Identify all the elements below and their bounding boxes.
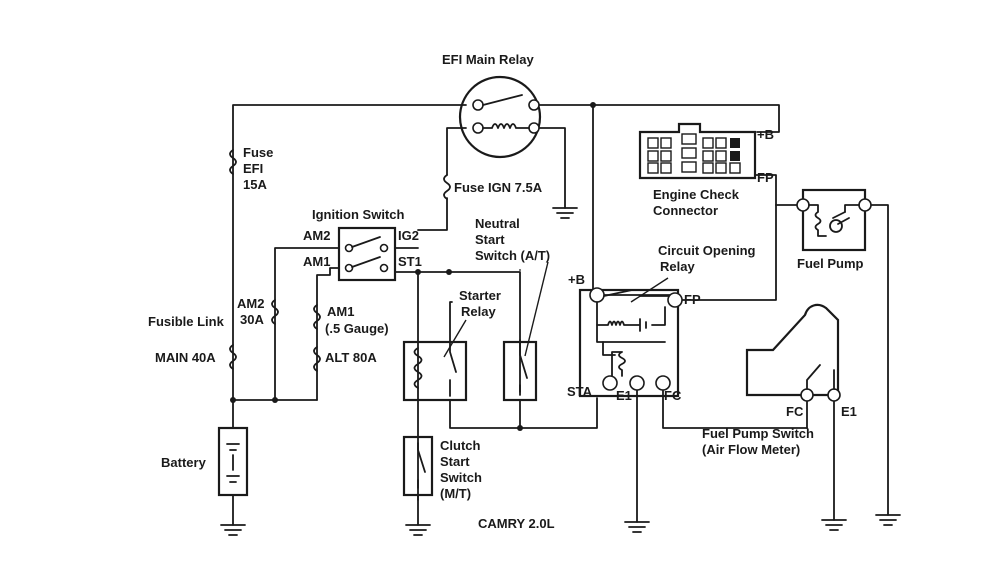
ground-clutch bbox=[405, 524, 431, 536]
fuse-label: Fuse bbox=[243, 145, 273, 160]
neutral-start-switch bbox=[502, 340, 538, 402]
ig2-label: IG2 bbox=[398, 228, 419, 243]
fuel-pump bbox=[796, 188, 872, 252]
efi-main-relay bbox=[458, 75, 542, 159]
clutch-mt-label: (M/T) bbox=[440, 486, 471, 501]
neutral-label: Neutral bbox=[475, 216, 520, 231]
fuse-efi bbox=[229, 149, 237, 175]
ground-pump bbox=[875, 514, 901, 526]
fuse-15a-label: 15A bbox=[243, 177, 267, 192]
efi-label: EFI bbox=[243, 161, 263, 176]
fuse-am2 bbox=[271, 299, 279, 325]
caption: CAMRY 2.0L bbox=[478, 516, 555, 531]
cor-plus-b-label: +B bbox=[568, 272, 585, 287]
fusible-link-label: Fusible Link bbox=[148, 314, 225, 329]
ecc-fp-label: FP bbox=[757, 170, 774, 185]
am1-gauge-label: (.5 Gauge) bbox=[325, 321, 389, 336]
alt-80a-label: ALT 80A bbox=[325, 350, 377, 365]
ground-battery bbox=[220, 524, 246, 536]
circuit-opening-relay bbox=[578, 287, 683, 398]
fuel-pump-switch bbox=[745, 303, 841, 402]
circuit-opening-label: Circuit Opening bbox=[658, 243, 756, 258]
switch-at-label: Switch (A/T) bbox=[475, 248, 550, 263]
relay-label: Relay bbox=[660, 259, 695, 274]
fuse-ign-label: Fuse IGN 7.5A bbox=[454, 180, 543, 195]
battery-label: Battery bbox=[161, 455, 207, 470]
fc-label: FC bbox=[664, 388, 682, 403]
am1-fuse-label: AM1 bbox=[327, 304, 354, 319]
fuse-ign bbox=[443, 174, 451, 200]
air-flow-meter-label: (Air Flow Meter) bbox=[702, 442, 800, 457]
fuse-am1 bbox=[313, 304, 321, 372]
engine-check-connector bbox=[638, 122, 757, 180]
fuel-pump-label: Fuel Pump bbox=[797, 256, 864, 271]
ground-symbol bbox=[552, 207, 578, 219]
fuel-pump-switch-label: Fuel Pump Switch bbox=[702, 426, 814, 441]
clutch-label: Clutch bbox=[440, 438, 481, 453]
am2-30a-label: 30A bbox=[240, 312, 264, 327]
sta-label: STA bbox=[567, 384, 593, 399]
e1-label: E1 bbox=[616, 388, 632, 403]
ignition-switch bbox=[337, 226, 419, 282]
starter-relay-label: Relay bbox=[461, 304, 496, 319]
am1-label: AM1 bbox=[303, 254, 330, 269]
am2-label: AM2 bbox=[303, 228, 330, 243]
clutch-switch-label: Switch bbox=[440, 470, 482, 485]
starter-relay bbox=[402, 340, 468, 402]
clutch-start-label: Start bbox=[440, 454, 470, 469]
ground-fps bbox=[821, 519, 847, 531]
st1-label: ST1 bbox=[398, 254, 422, 269]
ecc-plus-b-label: +B bbox=[757, 127, 774, 142]
fuse-main bbox=[229, 344, 237, 370]
ground-e1 bbox=[624, 521, 650, 533]
battery bbox=[217, 426, 249, 497]
am2-fuse-label: AM2 bbox=[237, 296, 264, 311]
ignition-switch-label: Ignition Switch bbox=[312, 207, 404, 222]
start-label: Start bbox=[475, 232, 505, 247]
fps-e1-label: E1 bbox=[841, 404, 857, 419]
main-40a-label: MAIN 40A bbox=[155, 350, 216, 365]
clutch-start-switch bbox=[402, 435, 434, 497]
fps-fc-label: FC bbox=[786, 404, 804, 419]
wires bbox=[232, 104, 889, 526]
starter-label: Starter bbox=[459, 288, 501, 303]
cor-fp-label: FP bbox=[684, 292, 701, 307]
engine-check-label: Engine Check bbox=[653, 187, 740, 202]
efi-main-relay-label: EFI Main Relay bbox=[442, 52, 535, 67]
connector-label: Connector bbox=[653, 203, 718, 218]
